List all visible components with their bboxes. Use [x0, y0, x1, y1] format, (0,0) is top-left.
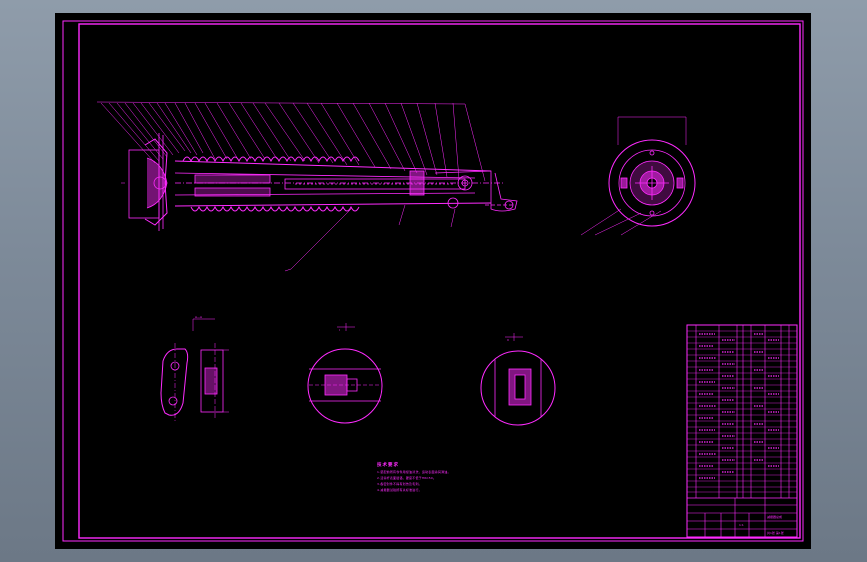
- technical-requirements: 技术要求 1.装配前所有零件用煤油清洗，运动表面涂润滑油。 2.活塞杆表面镀铬，…: [377, 463, 467, 493]
- section-label-i: I: [339, 328, 340, 332]
- cad-drawing-viewport[interactable]: 技术要求 1.装配前所有零件用煤油清洗，运动表面涂润滑油。 2.活塞杆表面镀铬，…: [55, 13, 811, 549]
- parts-list-table: [686, 324, 798, 538]
- requirement-line: 4.减振器试验按有关标准进行。: [377, 488, 422, 492]
- titleblock-sheet: 共1张 第1张: [767, 531, 784, 535]
- bracket-detail: [160, 318, 229, 423]
- section-label-a: A—A: [195, 315, 203, 319]
- detail-view-ii: [480, 333, 556, 426]
- spring-coils-top: [182, 156, 360, 163]
- titleblock-scale: 1:1: [739, 523, 744, 527]
- leader-lines: [96, 101, 486, 182]
- requirement-line: 1.装配前所有零件用煤油清洗，运动表面涂润滑油。: [377, 470, 451, 474]
- section-label-ii: II: [507, 338, 509, 342]
- end-view: [580, 116, 696, 236]
- outer-frame: [62, 20, 804, 542]
- parts-list-rows: [687, 330, 797, 499]
- inner-frame: [78, 23, 801, 539]
- spring-coils-bottom: [190, 205, 360, 212]
- shock-absorber-assembly: [96, 101, 518, 272]
- detail-view-i: [307, 323, 383, 424]
- requirement-line: 3.各密封件不得有划伤及毛刺。: [377, 482, 422, 486]
- technical-requirements-title: 技术要求: [377, 463, 399, 468]
- requirement-line: 2.活塞杆表面镀铬，硬度不低于HRC50。: [377, 476, 437, 480]
- parts-list-entries: [699, 333, 779, 479]
- cad-drawing-canvas[interactable]: [55, 13, 811, 549]
- titleblock-name: 减振器总成: [767, 515, 783, 519]
